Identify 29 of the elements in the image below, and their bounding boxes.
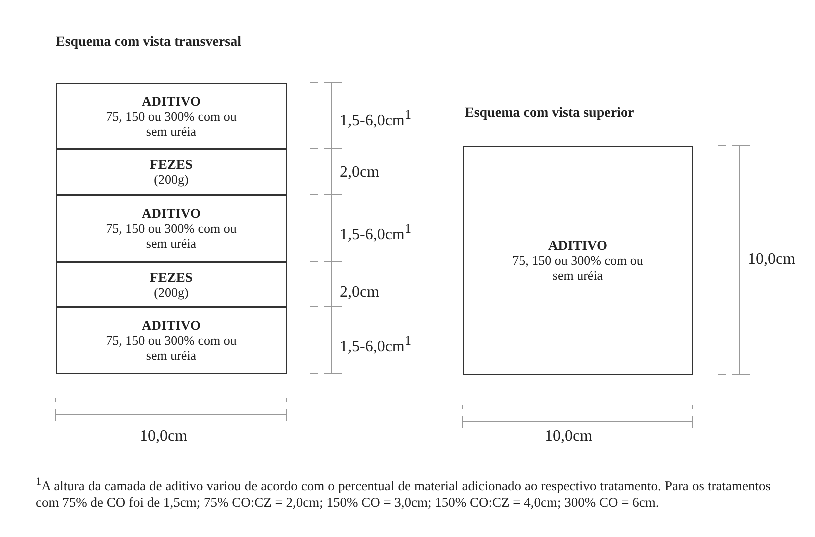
- layer-description: (200g): [153, 284, 190, 300]
- layer-name: ADITIVO: [142, 94, 201, 108]
- layer-name: FEZES: [150, 157, 193, 172]
- dimension-label: 1,5-6,0cm$^{1}$: [340, 221, 412, 244]
- layer-name: FEZES: [150, 270, 193, 284]
- layer-box: [56, 149, 287, 195]
- layer-description: 75, 150 ou 300% com ou sem uréia: [105, 108, 238, 138]
- layer-box: [56, 83, 287, 149]
- dimension-label: 10,0cm: [748, 251, 796, 269]
- dimension-label: 1,5-6,0cm$^{1}$: [340, 333, 412, 356]
- layer-description: 75, 150 ou 300% com ou sem uréia: [512, 253, 644, 283]
- heading: Esquema com vista transversal: [56, 35, 242, 51]
- layer-description: 75, 150 ou 300% com ou sem uréia: [105, 333, 238, 363]
- layer-description: 75, 150 ou 300% com ou sem uréia: [105, 221, 238, 251]
- dimension-label: 10,0cm: [545, 428, 593, 446]
- dimension-label: 2,0cm: [340, 284, 380, 302]
- dimension-label: 1,5-6,0cm$^{1}$: [340, 107, 412, 130]
- footnote: $^{1}$A altura da camada de aditivo variou de acordo com o percentual de material adicionado ao respectivo tratamento. Para os tratamentos com 75% de CO foi de 1,5cm; 75% CO:CZ = 2,0cm; 150% CO = 3,0cm; 150% CO:CZ = 4,0cm; 300% CO = 6cm.: [36, 475, 771, 510]
- dimension-label: 2,0cm: [340, 164, 380, 182]
- layer-box: [56, 307, 287, 374]
- dimension-label: 10,0cm: [140, 428, 188, 446]
- layer-box: [56, 262, 287, 307]
- layer-name: ADITIVO: [142, 206, 201, 221]
- layer-name: ADITIVO: [548, 238, 608, 253]
- top-view-square: [463, 146, 693, 375]
- layer-description: (200g): [153, 172, 190, 187]
- heading: Esquema com vista superior: [465, 106, 634, 122]
- layer-name: ADITIVO: [142, 318, 201, 333]
- layer-box: [56, 195, 287, 262]
